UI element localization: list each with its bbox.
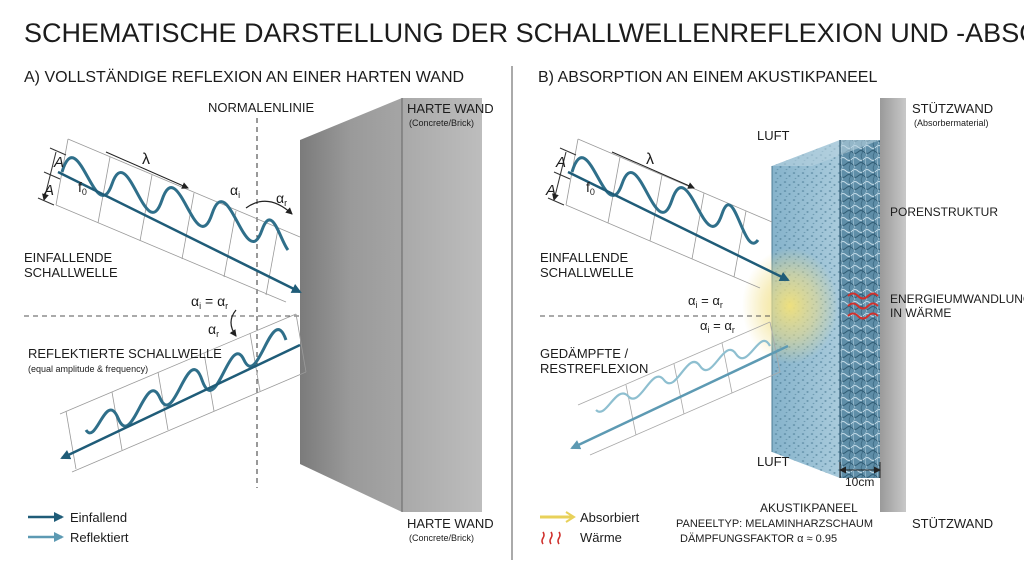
support-wall xyxy=(880,98,906,512)
incident-ray-a xyxy=(57,170,302,294)
air-top-label: LUFT xyxy=(757,128,790,143)
panel-title-label: AKUSTIKPANEEL xyxy=(760,501,858,515)
incident-label-line1-b: EINFALLENDE xyxy=(540,250,628,265)
angle-i-label-a: αi xyxy=(230,182,240,200)
frequency-label-b: f0 xyxy=(586,179,595,197)
hard-wall xyxy=(300,98,482,512)
angle-equality-2-b: αi = αr xyxy=(700,318,735,335)
amplitude-label-2-b: A xyxy=(545,182,556,199)
angle-equality-a: αi = αr xyxy=(191,293,228,311)
reflected-label-line2-a: (equal amplitude & frequency) xyxy=(28,364,148,374)
wavelength-arrow-b xyxy=(611,151,695,189)
angle-r-label-a: αr xyxy=(276,190,287,208)
legend-heat-icon xyxy=(541,531,561,545)
damped-label-line2-b: RESTREFLEXION xyxy=(540,361,648,376)
wall-bottom-sub: (Concrete/Brick) xyxy=(409,533,474,543)
damped-label-line1-b: GEDÄMPFTE / xyxy=(540,346,629,361)
air-bottom-label: LUFT xyxy=(757,454,790,469)
damped-wave-grid-b xyxy=(577,321,781,456)
energy-label-line2: IN WÄRME xyxy=(890,306,951,320)
damped-wave-b xyxy=(595,339,771,413)
wall-top-title: HARTE WAND xyxy=(407,101,494,116)
angle-r2-label-a: αr xyxy=(208,321,219,339)
pore-structure-label: PORENSTRUKTUR xyxy=(890,205,998,219)
frequency-label-a: f0 xyxy=(78,179,87,197)
incident-label-line2-a: SCHALLWELLE xyxy=(24,265,118,280)
amplitude-marks-b xyxy=(547,147,577,206)
wall-bottom-title: HARTE WAND xyxy=(407,516,494,531)
amplitude-label-1-b: A xyxy=(555,154,566,171)
panel-a-heading: A) VOLLSTÄNDIGE REFLEXION AN EINER HARTE… xyxy=(24,68,464,86)
reflected-wave-a xyxy=(84,328,288,435)
wall-top-sub: (Concrete/Brick) xyxy=(409,118,474,128)
panel-b-heading: B) ABSORPTION AN EINEM AKUSTIKPANEEL xyxy=(538,69,877,86)
reflected-ray-a xyxy=(60,343,301,460)
main-title: SCHEMATISCHE DARSTELLUNG DER SCHALLWELLE… xyxy=(24,18,1024,48)
legend-absorbed-arrowhead xyxy=(565,511,576,523)
wavelength-arrow-a xyxy=(105,151,189,189)
legend-heat-label: Wärme xyxy=(580,530,622,545)
amplitude-label-1-a: A xyxy=(53,154,64,171)
incident-label-line2-b: SCHALLWELLE xyxy=(540,265,634,280)
absorption-glow xyxy=(742,248,838,364)
heat-waves-icon xyxy=(847,292,879,320)
legend-incident-label: Einfallend xyxy=(70,510,127,525)
legend-reflected-label: Reflektiert xyxy=(70,530,129,545)
normal-line-label: NORMALENLINIE xyxy=(208,100,315,115)
legend-absorbed-label: Absorbiert xyxy=(580,510,640,525)
incident-ray-b xyxy=(567,170,790,282)
thickness-label: 10cm xyxy=(845,475,874,489)
reflected-label-line1-a: REFLEKTIERTE SCHALLWELLE xyxy=(28,346,222,361)
thickness-dimension xyxy=(839,462,881,478)
amplitude-label-2-a: A xyxy=(43,182,54,199)
support-top-sub: (Absorbermaterial) xyxy=(914,118,989,128)
incident-label-line1-a: EINFALLENDE xyxy=(24,250,112,265)
support-bottom-label: STÜTZWAND xyxy=(912,516,993,531)
incident-wave-b xyxy=(570,156,760,245)
angle-equality-1-b: αi = αr xyxy=(688,293,723,310)
panel-type-label: PANEELTYP: MELAMINHARZSCHAUM xyxy=(676,518,873,530)
angle-arc-a xyxy=(245,200,293,215)
reflected-wave-grid-a xyxy=(59,313,307,473)
wavelength-label-a: λ xyxy=(142,151,150,168)
damped-ray-b xyxy=(570,344,789,450)
angle-arc-lower-a xyxy=(229,309,237,337)
energy-label-line1: ENERGIEUMWANDLUNG xyxy=(890,292,1024,306)
amplitude-marks-a xyxy=(37,147,67,206)
damping-factor-label: DÄMPFUNGSFAKTOR α ≈ 0.95 xyxy=(680,533,837,545)
support-top-title: STÜTZWAND xyxy=(912,101,993,116)
wavelength-label-b: λ xyxy=(646,151,654,168)
